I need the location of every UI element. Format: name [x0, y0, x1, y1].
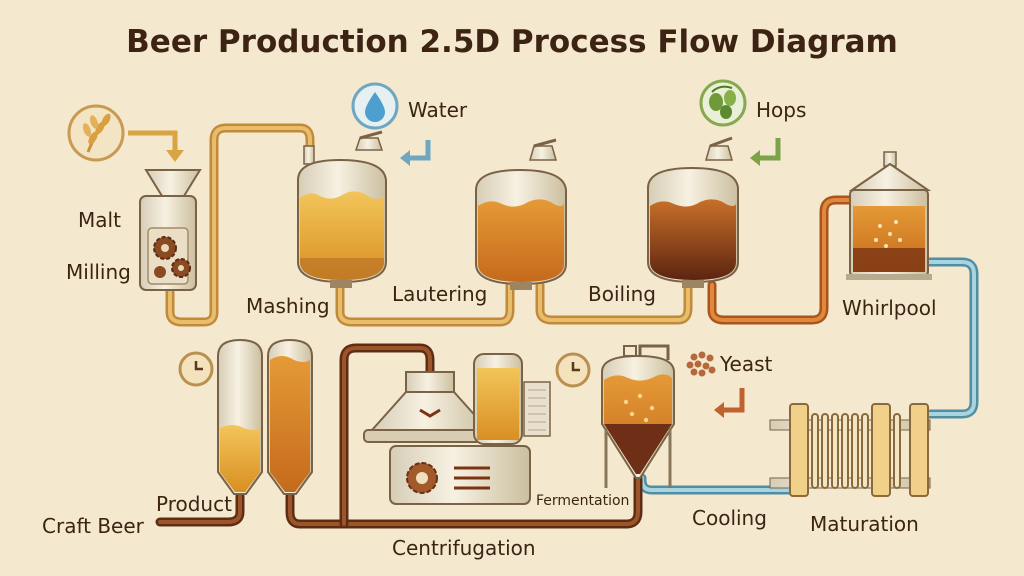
hops-arrow	[750, 138, 781, 166]
label-cooling: Cooling	[692, 506, 767, 530]
hops-icon	[699, 79, 747, 127]
label-malt: Malt	[78, 208, 121, 232]
fermentation-tank	[601, 344, 675, 488]
pipe-whirlpool-to-maturation	[921, 257, 979, 419]
heat-exchanger	[769, 403, 931, 497]
milling-machine	[139, 169, 202, 291]
label-centrifugation: Centrifugation	[392, 536, 536, 560]
label-mashing: Mashing	[246, 294, 330, 318]
wheat-icon	[67, 104, 125, 162]
centrifuge	[363, 353, 551, 505]
pipes	[155, 123, 979, 529]
mash-tun	[297, 130, 387, 288]
clock-icon	[555, 352, 591, 388]
label-product: Product	[156, 492, 232, 516]
label-water: Water	[408, 98, 468, 122]
label-milling: Milling	[66, 260, 131, 284]
bright-tank-dark	[267, 338, 313, 495]
brew-kettle	[647, 136, 739, 288]
whirlpool-tank	[846, 151, 932, 280]
label-maturation: Maturation	[810, 512, 919, 536]
label-yeast: Yeast	[720, 352, 773, 376]
bright-tank-light	[217, 338, 263, 495]
clock-icon	[178, 351, 214, 387]
label-craft-beer: Craft Beer	[42, 514, 144, 538]
label-hops: Hops	[756, 98, 807, 122]
diagram-title: Beer Production 2.5D Process Flow Diagra…	[126, 24, 898, 60]
yeast-icon	[686, 351, 716, 377]
label-boiling: Boiling	[588, 282, 656, 306]
lauter-tun	[475, 138, 567, 290]
gear-icon	[153, 236, 191, 278]
water-drop-icon	[351, 82, 399, 130]
water-arrow	[400, 140, 431, 166]
label-whirlpool: Whirlpool	[842, 296, 937, 320]
malt-arrow	[128, 130, 184, 162]
label-fermentation: Fermentation	[536, 493, 630, 509]
label-lautering: Lautering	[392, 282, 488, 306]
yeast-arrow	[714, 388, 745, 418]
